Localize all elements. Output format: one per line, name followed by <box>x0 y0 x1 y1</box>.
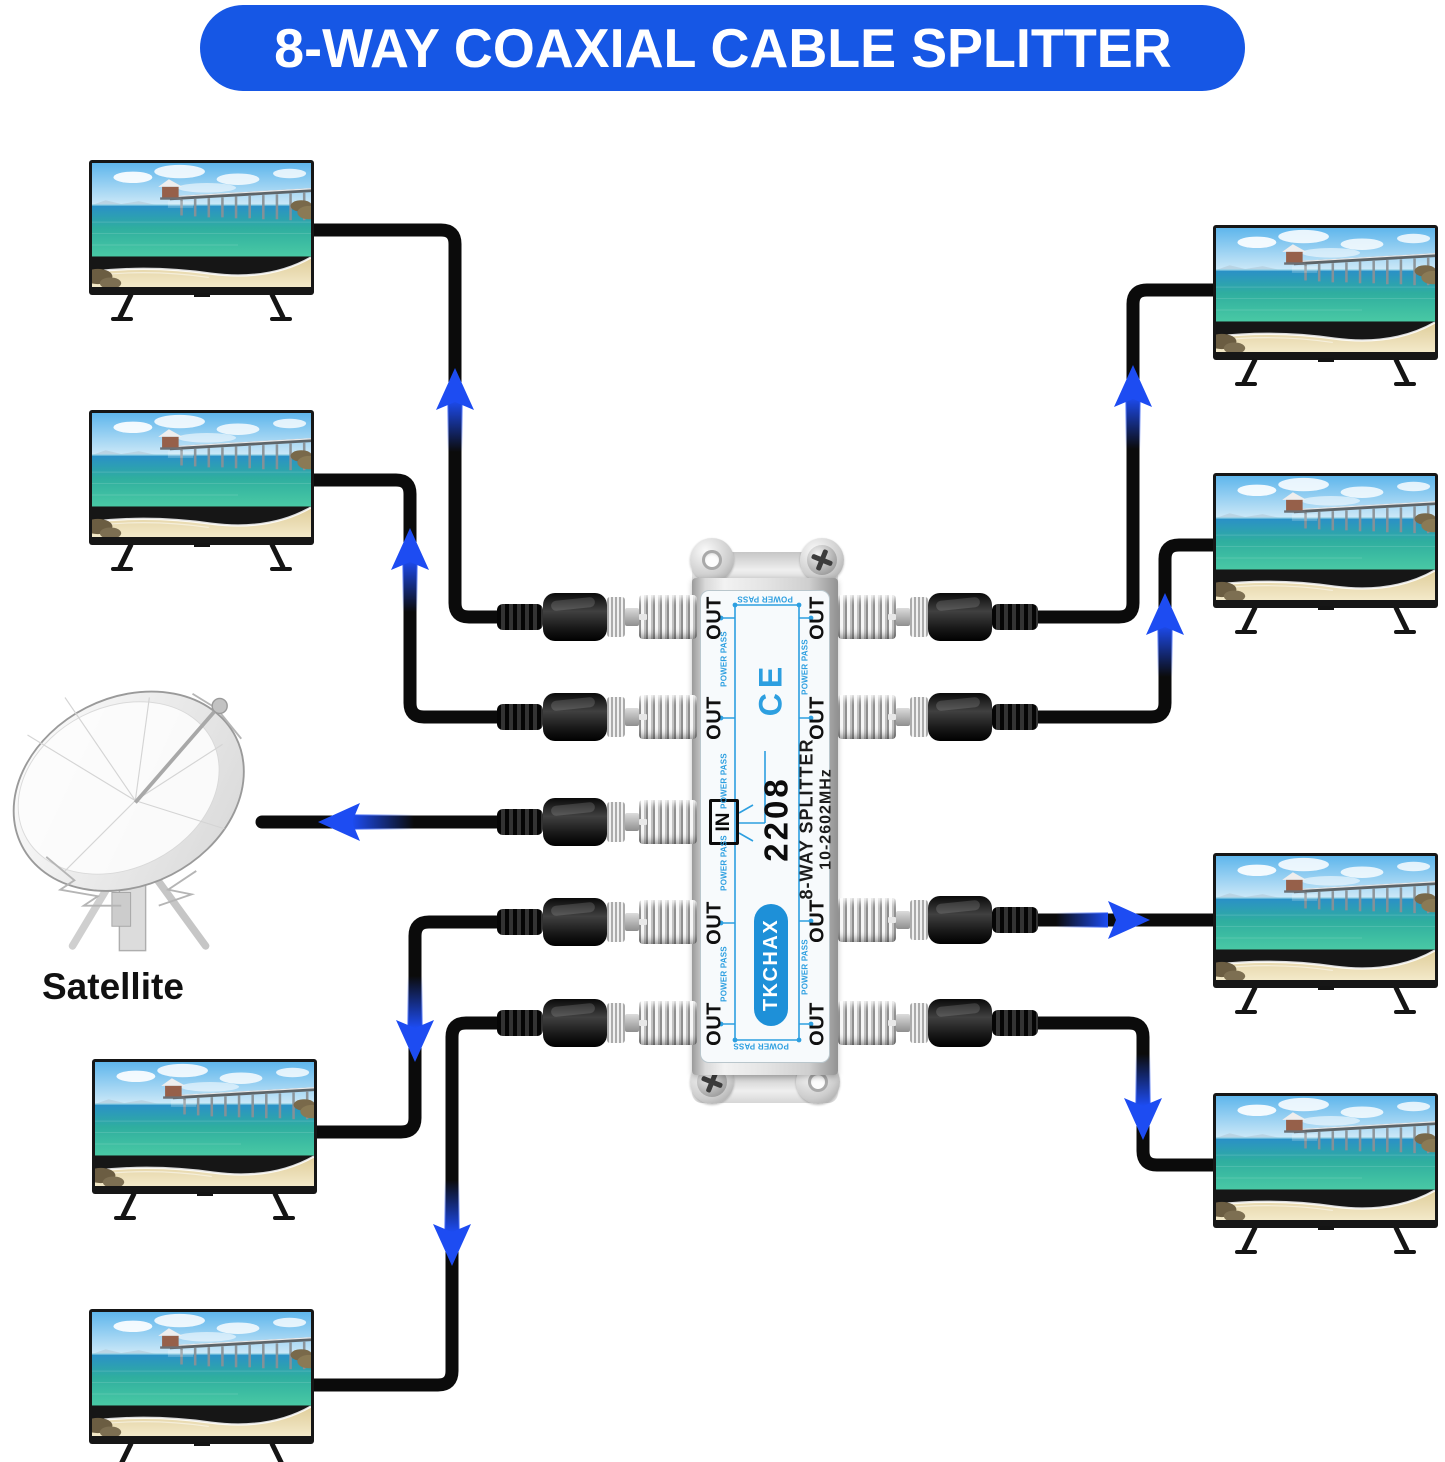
arrow-icon <box>402 560 418 612</box>
threaded-port-icon <box>838 898 896 942</box>
tv-stand <box>92 1192 317 1222</box>
power-pass-label: POWER PASS <box>719 946 729 1002</box>
power-pass-label: POWER PASS <box>719 631 729 687</box>
brand-badge: TKCHAX <box>754 904 788 1026</box>
power-pass-label: POWER PASS <box>719 753 729 809</box>
tv-screen <box>92 1059 317 1194</box>
arrow-icon <box>1146 593 1184 635</box>
tv-icon <box>89 410 314 573</box>
tv-icon <box>89 1309 314 1462</box>
tv-screen <box>89 410 314 545</box>
tv-stand <box>1213 606 1438 636</box>
out-port-label: OUT <box>703 696 726 740</box>
tv-icon <box>1213 225 1438 388</box>
threaded-port-icon <box>639 1001 697 1045</box>
tv-icon <box>1213 853 1438 1016</box>
mounting-hole-icon <box>690 538 734 582</box>
arrow-icon <box>352 814 414 830</box>
splitter-port-left-4 <box>497 898 697 946</box>
brand-name: TKCHAX <box>759 918 782 1012</box>
out-port-label: OUT <box>703 1002 726 1046</box>
title-banner: 8-WAY COAXIAL CABLE SPLITTER <box>200 5 1245 91</box>
splitter-port-left-1 <box>497 593 697 641</box>
flow-arrows <box>318 365 1184 1266</box>
power-pass-label: POWER PASS <box>719 835 729 891</box>
tv-screen <box>89 160 314 295</box>
arrow-icon <box>1114 365 1152 407</box>
splitter-port-in <box>497 798 697 846</box>
splitter-port-right-4 <box>838 999 1038 1047</box>
splitter-port-right-3 <box>838 896 1038 944</box>
arrow-icon <box>407 976 423 1028</box>
arrow-icon <box>1157 625 1173 677</box>
power-pass-label: POWER PASS <box>737 594 793 604</box>
splitter-port-left-2 <box>497 693 697 741</box>
tv-icon <box>92 1059 317 1222</box>
arrow-icon <box>433 1224 471 1266</box>
out-port-label: OUT <box>703 901 726 945</box>
arrow-icon <box>1125 397 1141 449</box>
circuit-traces <box>718 602 814 1043</box>
coax-plug-icon <box>992 907 1038 933</box>
splitter-port-right-1 <box>838 593 1038 641</box>
satellite-label: Satellite <box>42 966 184 1007</box>
tv-stand <box>1213 358 1438 388</box>
tv-stand <box>89 1442 314 1462</box>
coax-plug-icon <box>497 1010 543 1036</box>
coax-plug-icon <box>497 909 543 935</box>
coax-plug-icon <box>497 604 543 630</box>
tv-screen <box>1213 1093 1438 1228</box>
arrow-icon <box>447 400 463 452</box>
coax-plug-icon <box>992 704 1038 730</box>
splitter-port-right-2 <box>838 693 1038 741</box>
threaded-port-icon <box>639 900 697 944</box>
tv-stand <box>89 543 314 573</box>
device-name: 8-WAY SPLITTER <box>795 738 816 900</box>
screw-icon <box>800 538 844 582</box>
arrow-icon <box>391 528 429 570</box>
satellite-dish-icon <box>0 660 280 960</box>
arrow-icon <box>1124 1098 1162 1140</box>
coax-plug-icon <box>497 704 543 730</box>
coax-plug-icon <box>497 809 543 835</box>
out-port-label: OUT <box>806 1002 829 1046</box>
arrow-icon <box>1056 912 1108 928</box>
tv-stand <box>89 293 314 323</box>
in-port-label: IN <box>709 799 739 845</box>
power-pass-label: POWER PASS <box>733 1041 789 1051</box>
frequency-range: 10-2602MHz <box>816 768 834 870</box>
threaded-port-icon <box>639 595 697 639</box>
tv-icon <box>1213 1093 1438 1256</box>
arrow-icon <box>436 368 474 410</box>
coax-plug-icon <box>992 1010 1038 1036</box>
tv-screen <box>1213 225 1438 360</box>
tv-icon <box>89 160 314 323</box>
splitter-port-left-5 <box>497 999 697 1047</box>
tv-icon <box>1213 473 1438 636</box>
splitter-label-face: OUT OUT OUT OUT OUT OUT OUT OUT IN POWER… <box>700 590 834 1063</box>
threaded-port-icon <box>838 595 896 639</box>
coax-plug-icon <box>992 604 1038 630</box>
arrow-icon <box>318 803 360 841</box>
tv-stand <box>1213 1226 1438 1256</box>
arrow-icon <box>1108 901 1150 939</box>
tv-screen <box>1213 473 1438 608</box>
out-port-label: OUT <box>806 596 829 640</box>
threaded-port-icon <box>639 695 697 739</box>
tv-stand <box>1213 986 1438 1016</box>
arrow-icon <box>444 1180 460 1232</box>
tv-screen <box>1213 853 1438 988</box>
threaded-port-icon <box>838 1001 896 1045</box>
page-title: 8-WAY COAXIAL CABLE SPLITTER <box>273 17 1172 79</box>
threaded-port-icon <box>639 800 697 844</box>
tv-screen <box>89 1309 314 1444</box>
arrow-icon <box>396 1020 434 1062</box>
arrow-icon <box>1135 1054 1151 1106</box>
threaded-port-icon <box>838 695 896 739</box>
